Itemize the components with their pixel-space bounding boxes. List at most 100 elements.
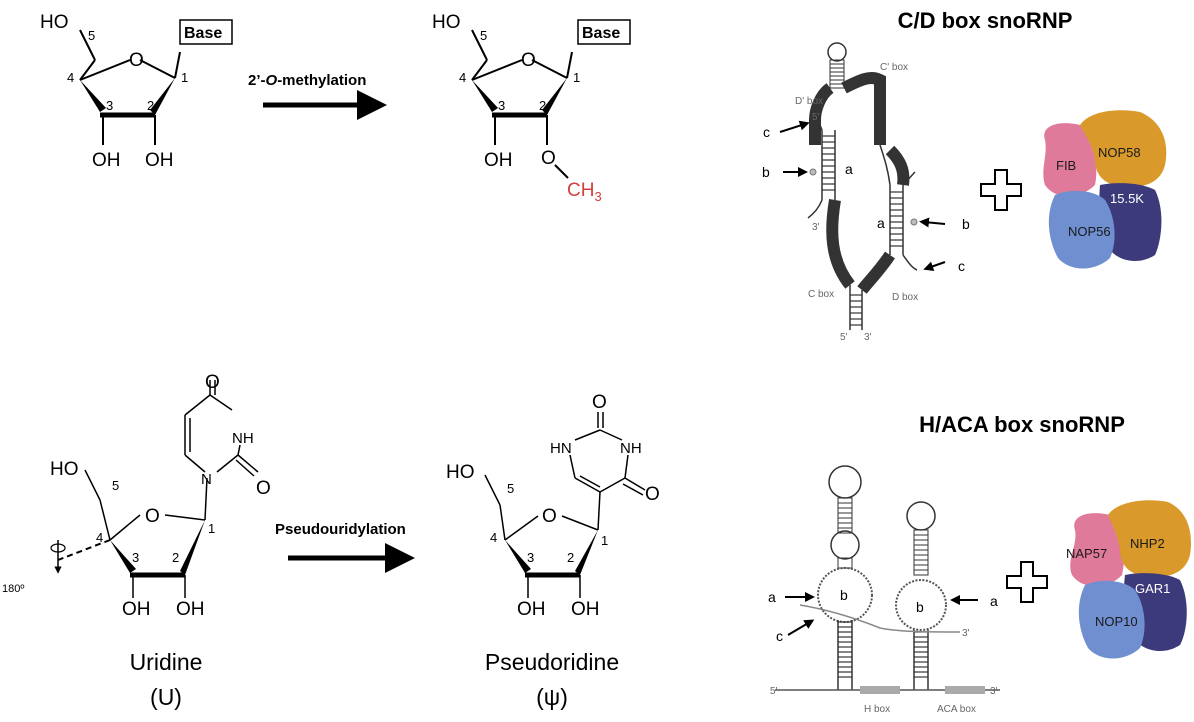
- c-box-label: C box: [808, 289, 834, 300]
- haca-pocket-b2: b: [916, 599, 924, 615]
- haca-arrow-a1: a: [768, 589, 776, 605]
- cprime-box-label: C' box: [880, 62, 908, 73]
- protein-nap57: NAP57: [1066, 546, 1107, 561]
- uridine-c1: 1: [208, 521, 215, 536]
- carbon-1-b: 1: [573, 70, 580, 85]
- cd-stem-a1: a: [845, 161, 853, 177]
- plus-icon-2: [1006, 561, 1048, 603]
- psi-hn: HN: [550, 440, 572, 457]
- psi-o-top: O: [592, 392, 607, 413]
- protein-nhp2: NHP2: [1130, 536, 1165, 551]
- pseudoridine-abbr: (ψ): [536, 684, 568, 710]
- pseudoridine-name: Pseudoridine: [485, 649, 619, 675]
- carbon-3: 3: [106, 98, 113, 113]
- carbon-4-b: 4: [459, 70, 466, 85]
- cd-protein-complex: FIB NOP58 15.5K NOP56: [1043, 110, 1167, 269]
- uridine-o-right: O: [256, 478, 271, 499]
- uridine-oh3: OH: [122, 599, 151, 620]
- cd-arrow-c2: c: [958, 258, 965, 274]
- o-2-b: O: [541, 148, 556, 169]
- psi-c3: 3: [527, 550, 534, 565]
- cd-five-prime: 5': [812, 112, 820, 123]
- cd-three-prime: 3': [812, 222, 820, 233]
- uridine-abbr: (U): [150, 684, 182, 710]
- ribose-sugar-2: HO Base O 5 4 3 2 1 OH O CH3: [432, 12, 631, 204]
- oh-3-b: OH: [484, 150, 513, 171]
- base-label-2: Base: [582, 25, 620, 42]
- d-box-label: D box: [892, 292, 918, 303]
- uridine-nh: NH: [232, 430, 254, 447]
- h-box-label: H box: [864, 704, 890, 715]
- carbon-5: 5: [88, 28, 95, 43]
- pseudouridylation-arrow: Pseudouridylation: [275, 521, 415, 573]
- cd-stem-a2: a: [877, 215, 885, 231]
- uridine-ring-o: O: [145, 506, 160, 527]
- haca-box-rna: b b H box ACA box 5' 3' 3' a c a: [768, 465, 1000, 715]
- oh-3: OH: [92, 150, 121, 171]
- cd-arrow-b2: b: [962, 216, 970, 232]
- ho-label-2: HO: [432, 12, 461, 33]
- base-label: Base: [184, 25, 222, 42]
- dprime-box-label: D' box: [795, 96, 823, 107]
- protein-nop56: NOP56: [1068, 224, 1111, 239]
- oh-2: OH: [145, 150, 174, 171]
- cd-box-rna: C' box D' box C box D box 5' 3' 5' 3' c …: [762, 42, 970, 343]
- methylation-arrow: 2’-O-methylation: [248, 72, 387, 120]
- cd-box-title: C/D box snoRNP: [898, 8, 1073, 33]
- haca-three-prime-b: 3': [962, 628, 970, 639]
- cd-three-prime-b: 3': [864, 332, 872, 343]
- uridine-name: Uridine: [130, 649, 203, 675]
- carbon-1: 1: [181, 70, 188, 85]
- haca-pocket-b1: b: [840, 587, 848, 603]
- pseudouridine-structure: O HN NH O HO O 5 4 3 2 1 OH OH: [446, 392, 660, 620]
- psi-c5: 5: [507, 481, 514, 496]
- psi-c1: 1: [601, 533, 608, 548]
- uridine-o-top: O: [205, 372, 220, 393]
- ring-oxygen-2: O: [521, 50, 536, 71]
- protein-15-5k: 15.5K: [1110, 191, 1144, 206]
- psi-ring-o: O: [542, 506, 557, 527]
- carbon-4: 4: [67, 70, 74, 85]
- carbon-3-b: 3: [498, 98, 505, 113]
- ring-oxygen: O: [129, 50, 144, 71]
- ribose-sugar-1: HO Base O 5 4 3 2 1 OH OH: [40, 12, 233, 171]
- carbon-5-b: 5: [480, 28, 487, 43]
- rotation-label: 180º: [2, 583, 24, 595]
- haca-protein-complex: NAP57 NHP2 GAR1 NOP10: [1066, 500, 1192, 659]
- haca-box-title: H/ACA box snoRNP: [919, 412, 1125, 437]
- cd-arrow-c1: c: [763, 124, 770, 140]
- protein-nop10: NOP10: [1095, 614, 1138, 629]
- uridine-structure: O NH O N HO O 5 4 3 2 1 OH OH 180º: [2, 372, 271, 620]
- uridine-n: N: [201, 471, 212, 488]
- protein-fib: FIB: [1056, 158, 1076, 173]
- psi-c4: 4: [490, 530, 497, 545]
- haca-arrow-c1: c: [776, 628, 783, 644]
- methylation-label: 2’-O-methylation: [248, 72, 366, 89]
- uridine-c2: 2: [172, 550, 179, 565]
- psi-oh2: OH: [571, 599, 600, 620]
- cd-five-prime-b: 5': [840, 332, 848, 343]
- haca-five-prime: 5': [770, 686, 778, 697]
- aca-box-label: ACA box: [937, 704, 976, 715]
- haca-arrow-a2: a: [990, 593, 998, 609]
- ch3-label: CH3: [567, 180, 602, 204]
- psi-c2: 2: [567, 550, 574, 565]
- psi-ho: HO: [446, 462, 475, 483]
- uridine-oh2: OH: [176, 599, 205, 620]
- psi-oh3: OH: [517, 599, 546, 620]
- uridine-c3: 3: [132, 550, 139, 565]
- cd-arrow-b1: b: [762, 164, 770, 180]
- carbon-2: 2: [147, 98, 154, 113]
- plus-icon-1: [980, 169, 1022, 211]
- ho-label: HO: [40, 12, 69, 33]
- pseudouridylation-label: Pseudouridylation: [275, 521, 406, 538]
- haca-three-prime: 3': [990, 686, 998, 697]
- uridine-c5: 5: [112, 478, 119, 493]
- psi-nh: NH: [620, 440, 642, 457]
- protein-gar1: GAR1: [1135, 581, 1170, 596]
- uridine-ho: HO: [50, 459, 79, 480]
- protein-nop58: NOP58: [1098, 145, 1141, 160]
- uridine-c4: 4: [96, 530, 103, 545]
- carbon-2-b: 2: [539, 98, 546, 113]
